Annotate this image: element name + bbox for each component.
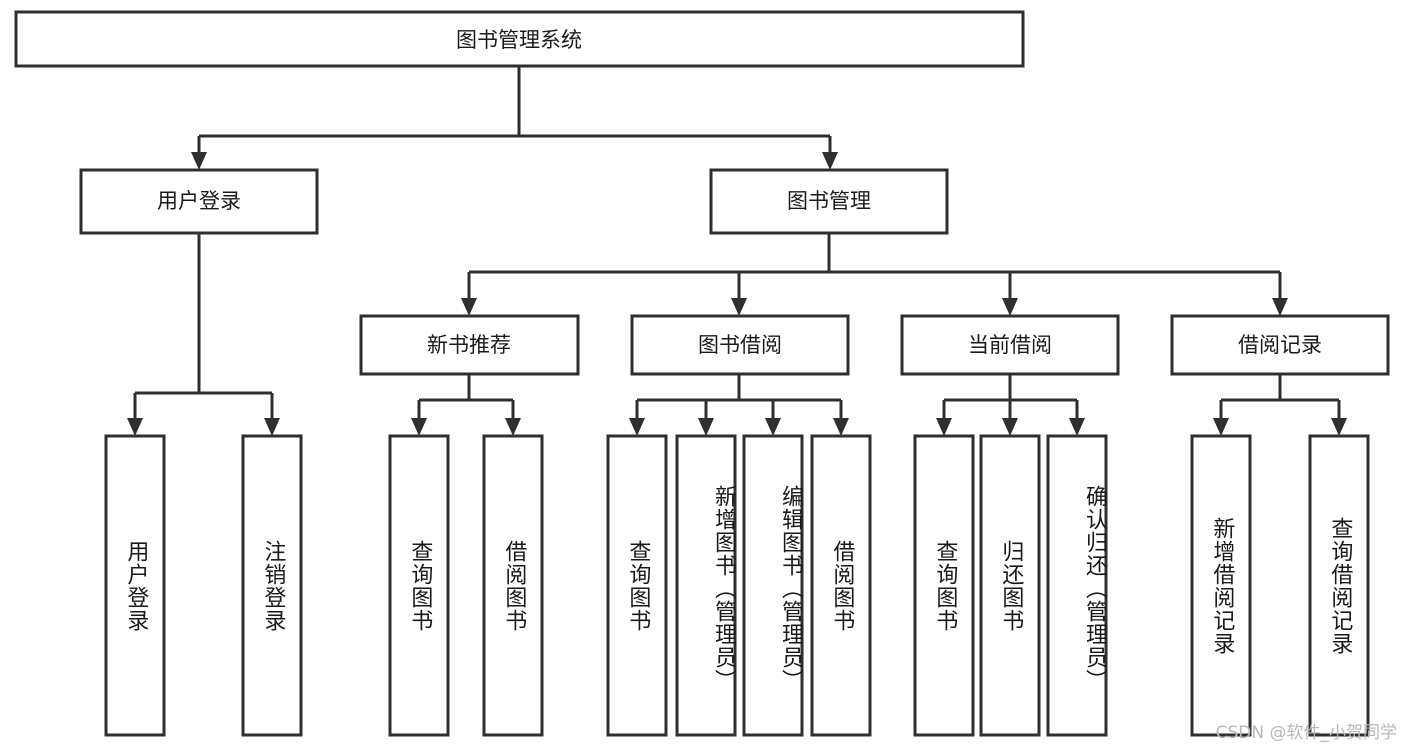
node-root-label: 图书管理系统 <box>456 28 582 52</box>
node-root[interactable]: 图书管理系统 <box>14 10 1025 68</box>
connector-new-book-recommend-to-leaves <box>411 374 521 436</box>
leaf-box-user-login[interactable] <box>104 434 166 737</box>
node-current-borrow-label: 当前借阅 <box>968 333 1052 357</box>
leaf-box-query-book-2[interactable] <box>606 434 668 737</box>
node-book-management[interactable]: 图书管理 <box>709 168 949 235</box>
leaf-box-add-book[interactable] <box>675 434 737 737</box>
connector-root-to-level2 <box>191 66 838 170</box>
node-new-book-recommend[interactable]: 新书推荐 <box>359 314 580 376</box>
node-user-login[interactable]: 用户登录 <box>79 168 319 235</box>
node-book-borrow-label: 图书借阅 <box>698 333 782 357</box>
leaf-box-return-book[interactable] <box>979 434 1041 737</box>
leaf-box-user-logout[interactable] <box>241 434 303 737</box>
node-current-borrow[interactable]: 当前借阅 <box>900 314 1120 376</box>
node-borrow-record-label: 借阅记录 <box>1238 333 1322 357</box>
connector-current-borrow-to-leaves <box>936 374 1085 436</box>
leaf-box-query-book-3[interactable] <box>913 434 975 737</box>
node-new-book-recommend-label: 新书推荐 <box>427 333 511 357</box>
leaf-box-borrow-book-1[interactable] <box>482 434 544 737</box>
connector-book-borrow-to-leaves <box>629 374 849 436</box>
leaf-box-edit-book[interactable] <box>742 434 804 737</box>
leaf-box-query-book-1[interactable] <box>388 434 450 737</box>
leaf-box-borrow-book-2[interactable] <box>810 434 872 737</box>
node-book-management-label: 图书管理 <box>787 189 871 213</box>
connector-borrow-record-to-leaves <box>1213 374 1347 436</box>
leaf-boxes <box>104 434 1370 737</box>
leaf-box-query-record[interactable] <box>1308 434 1370 737</box>
csdn-watermark: CSDN @软件_小贺同学 <box>1215 723 1397 743</box>
node-borrow-record[interactable]: 借阅记录 <box>1170 314 1390 376</box>
node-book-borrow[interactable]: 图书借阅 <box>630 314 850 376</box>
leaf-box-add-record[interactable] <box>1190 434 1252 737</box>
node-user-login-label: 用户登录 <box>157 189 241 213</box>
connector-user-login-to-leaves <box>127 233 280 436</box>
connector-book-management-to-level3 <box>461 233 1288 316</box>
leaf-box-confirm-return[interactable] <box>1046 434 1108 737</box>
